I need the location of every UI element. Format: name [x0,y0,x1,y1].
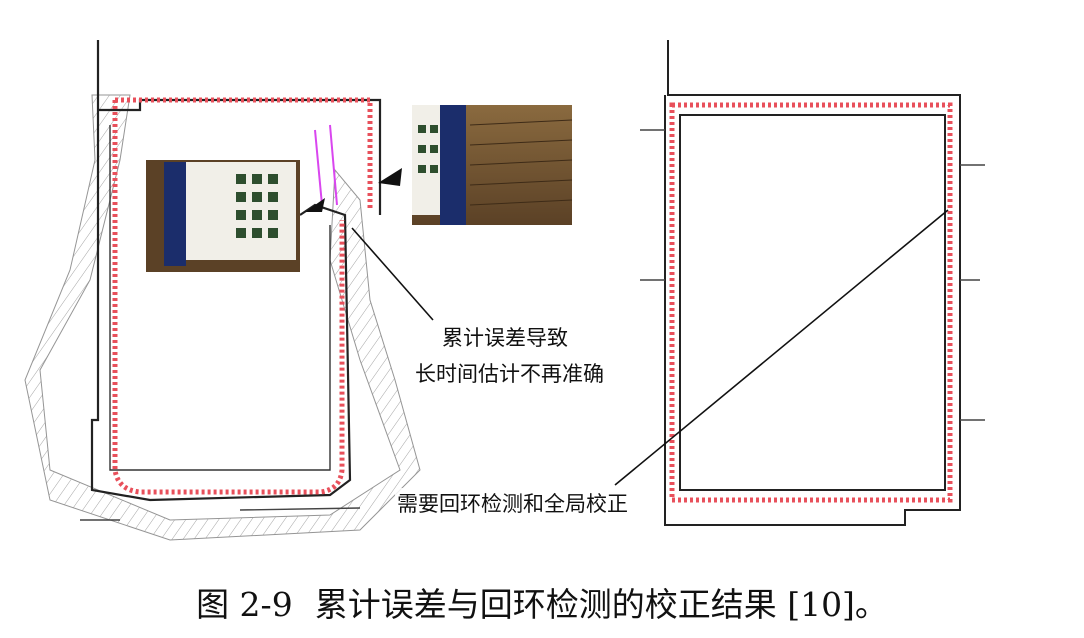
annotation-arrows [305,168,434,321]
drift-trajectory [112,97,373,495]
correction-annotation: 需要回环检测和全局校正 [395,488,630,518]
photo-inset-right [412,105,573,225]
drift-map [24,40,421,541]
caption-text: 累计误差与回环检测的校正结果 [10]。 [314,585,888,624]
photo-inset-left [146,160,300,272]
corrected-walls [664,40,961,526]
corrected-trajectory [669,102,953,503]
drift-annotation-line2: 长时间估计不再准确 [413,358,606,388]
loop-edge-lines [314,124,338,206]
drift-annotation-line1: 累计误差导致 [440,322,570,352]
caption-number: 图 2-9 [196,585,293,624]
drift-walls [90,40,382,502]
figure-caption: 图 2-9 累计误差与回环检测的校正结果 [10]。 [0,578,1084,626]
figure-canvas [24,40,985,541]
correction-leader-line [614,209,949,486]
uncertainty-band [24,94,421,541]
corrected-map [614,40,985,526]
